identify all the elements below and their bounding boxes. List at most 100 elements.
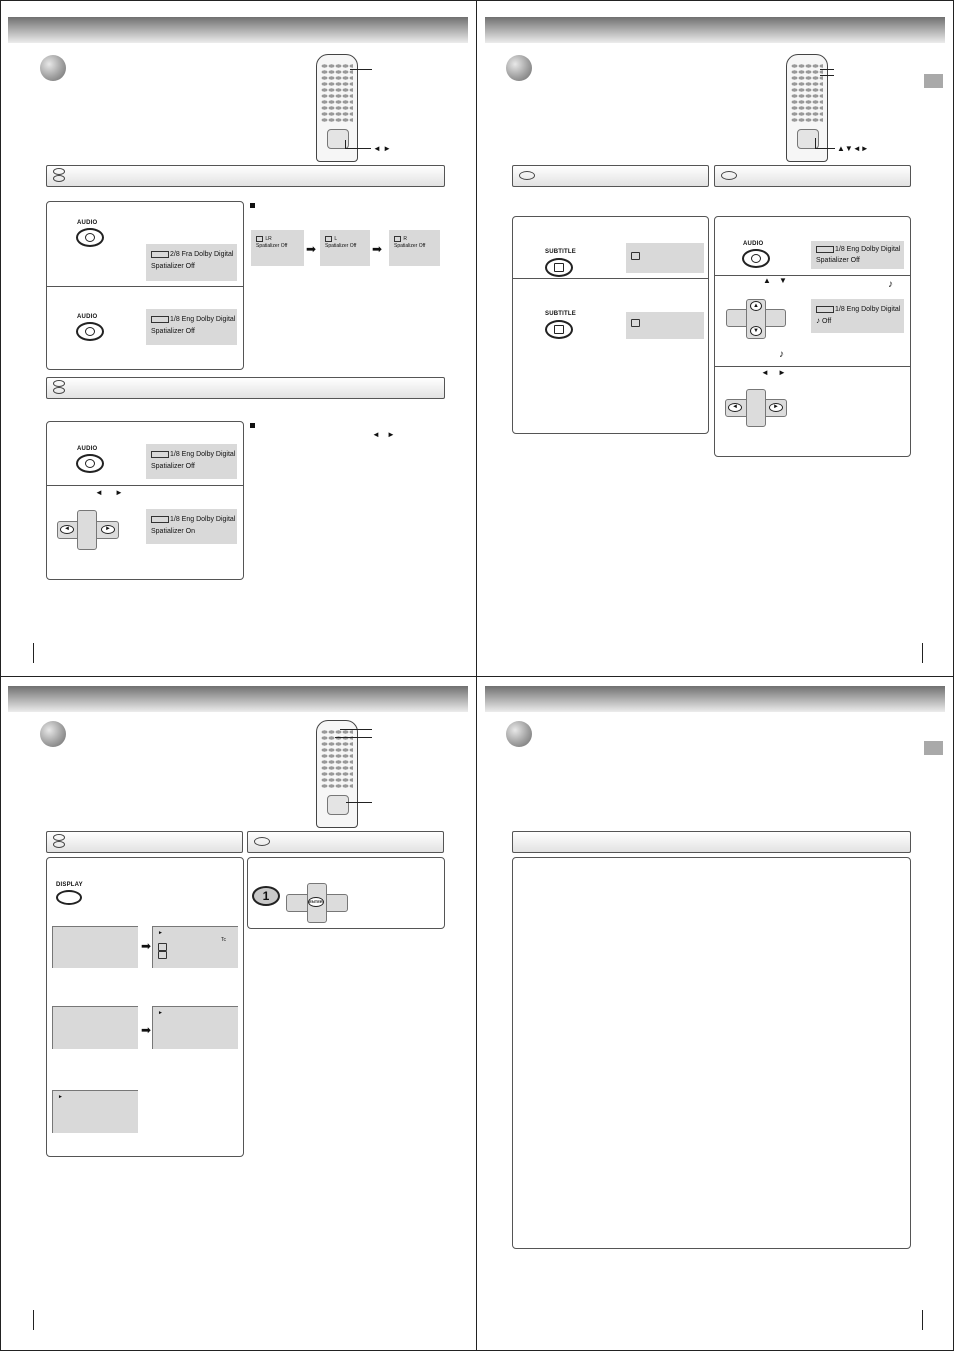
- leader-line: [346, 802, 372, 803]
- step-number-badge: 1: [252, 886, 280, 906]
- page-bottom-right: [477, 677, 954, 1353]
- section-bullet-circle: [506, 55, 532, 81]
- leader-line: [815, 138, 816, 148]
- arrow-right-icon: ➡: [372, 242, 383, 256]
- play-icon: ►: [158, 1010, 163, 1016]
- page-top-left: ◄ ► AUDIO 2/8 Fra Dolby Digital Spatiali…: [0, 0, 477, 676]
- subtitle-osd-screen: [626, 243, 704, 273]
- audio-icon: [151, 515, 169, 523]
- down-arrow-label: ▼: [779, 276, 787, 285]
- audio-osd-screen: 1/8 Eng Dolby Digital Spatializer Off: [146, 444, 237, 479]
- arrow-right-icon: ➡: [306, 242, 317, 256]
- leader-line: [350, 69, 372, 70]
- section-header-bar: [46, 831, 243, 853]
- page-number-mark: [33, 1310, 34, 1330]
- disc-icon: [53, 168, 65, 175]
- header-bar: [8, 17, 468, 43]
- disc-icon: [519, 171, 535, 180]
- channel-osd-screen: LR Spatializer Off: [251, 230, 304, 266]
- header-bar: [485, 17, 945, 43]
- audio-icon: [158, 943, 167, 951]
- subtitle-button-label: SUBTITLE: [545, 311, 576, 317]
- header-bar: [485, 686, 945, 712]
- leader-line: [820, 75, 834, 76]
- audio-icon: [151, 450, 169, 458]
- left-arrow-label: ◄: [95, 488, 103, 497]
- audio-button-icon: [76, 454, 104, 473]
- audio-osd-screen: 1/8 Eng Dolby Digital Spatializer Off: [146, 309, 237, 345]
- right-button-icon: ►: [769, 403, 783, 412]
- note-bullet: [250, 423, 255, 428]
- disc-icon: [721, 171, 737, 180]
- right-arrow-label: ►: [778, 368, 786, 377]
- leader-line: [820, 69, 834, 70]
- direction-arrows-label: ▲▼◄►: [837, 144, 869, 153]
- up-button-icon: ▲: [750, 301, 762, 311]
- channel-osd-screen: L Spatializer Off: [320, 230, 370, 266]
- left-button-icon: ◄: [728, 403, 742, 412]
- left-arrow-label: ◄: [372, 430, 380, 439]
- header-bar: [8, 686, 468, 712]
- display-osd-screen: [52, 926, 138, 968]
- audio-osd-screen: 1/8 Eng Dolby Digital Spatializer Off: [811, 241, 904, 269]
- display-osd-screen: [52, 1006, 138, 1049]
- vertical-divider: [476, 0, 477, 1351]
- channel-icon: [256, 235, 263, 242]
- dpad-illustration: [746, 389, 766, 427]
- display-button-icon: [56, 890, 82, 905]
- spatializer-steps-panel: AUDIO 1/8 Eng Dolby Digital Spatializer …: [46, 421, 244, 580]
- page-bottom-left: DISPLAY ➡ ► Tc ➡ ► ► 1 ENTER: [0, 677, 477, 1353]
- left-right-arrows-label: ◄ ►: [373, 144, 392, 153]
- section-header-bar: [512, 165, 709, 187]
- play-icon: ►: [158, 930, 163, 936]
- audio-osd-screen: 2/8 Fra Dolby Digital Spatializer Off: [146, 244, 237, 281]
- section-header-bar: [714, 165, 911, 187]
- audio-button-label: AUDIO: [77, 446, 98, 452]
- music-note-icon: ♪: [816, 316, 820, 325]
- subtitle-steps-panel: SUBTITLE SUBTITLE: [512, 216, 709, 434]
- display-steps-panel: DISPLAY ➡ ► Tc ➡ ► ►: [46, 857, 244, 1157]
- chapter-tab: [924, 74, 943, 88]
- page-top-right: ▲▼◄► SUBTITLE SUBTITLE AUDIO 1/8 Eng Dol…: [477, 0, 954, 676]
- subtitle-icon: [158, 951, 167, 959]
- audio-button-label: AUDIO: [77, 314, 98, 320]
- right-button-icon: ►: [101, 525, 115, 534]
- audio-button-icon: [742, 249, 770, 268]
- section-bullet-circle: [40, 721, 66, 747]
- audio-button-icon: [76, 228, 104, 247]
- display-button-label: DISPLAY: [56, 882, 83, 888]
- right-arrow-label: ►: [115, 488, 123, 497]
- subtitle-icon: [631, 319, 640, 327]
- music-note-icon: ♪: [888, 279, 893, 290]
- play-icon: ►: [58, 1094, 63, 1100]
- section-header-bar: [512, 831, 911, 853]
- left-button-icon: ◄: [60, 525, 74, 534]
- dpad-illustration: [77, 510, 97, 550]
- audio-icon: [151, 315, 169, 323]
- arrow-right-icon: ➡: [141, 1023, 152, 1037]
- down-button-icon: ▼: [750, 326, 762, 336]
- disc-icon: [53, 841, 65, 848]
- leader-line: [340, 729, 372, 730]
- audio-osd-screen: 1/8 Eng Dolby Digital Spatializer On: [146, 509, 237, 544]
- leader-line: [345, 140, 346, 148]
- section-bullet-circle: [40, 55, 66, 81]
- disc-icon: [53, 834, 65, 841]
- page-number-mark: [922, 643, 923, 663]
- audio-button-icon: [76, 322, 104, 341]
- section-header-bar: [247, 831, 444, 853]
- audio-button-label: AUDIO: [743, 241, 764, 247]
- remote-control-illustration: [786, 54, 828, 162]
- horizontal-divider: [0, 676, 954, 677]
- audio-osd-screen: 1/8 Eng Dolby Digital ♪ Off: [811, 299, 904, 333]
- subtitle-button-icon: [545, 258, 573, 277]
- channel-icon: [325, 235, 332, 242]
- audio-icon: [816, 245, 834, 253]
- time-code-label: Tc: [221, 937, 226, 943]
- left-arrow-label: ◄: [761, 368, 769, 377]
- subtitle-button-label: SUBTITLE: [545, 249, 576, 255]
- audio-icon: [151, 250, 169, 258]
- chapter-tab: [924, 741, 943, 755]
- channel-osd-screen: R Spatializer Off: [389, 230, 440, 266]
- leader-line: [345, 148, 371, 149]
